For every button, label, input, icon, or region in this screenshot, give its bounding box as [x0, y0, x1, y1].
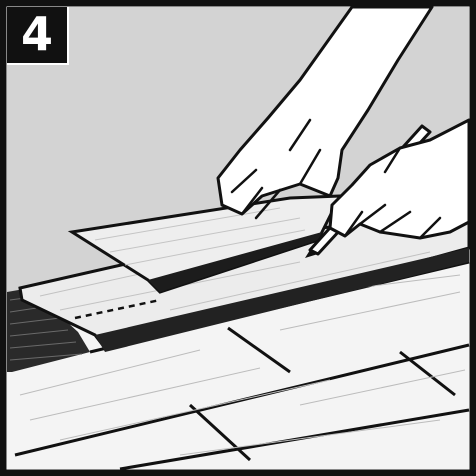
step-number-badge: 4 [7, 7, 69, 65]
step-number: 4 [21, 11, 53, 57]
